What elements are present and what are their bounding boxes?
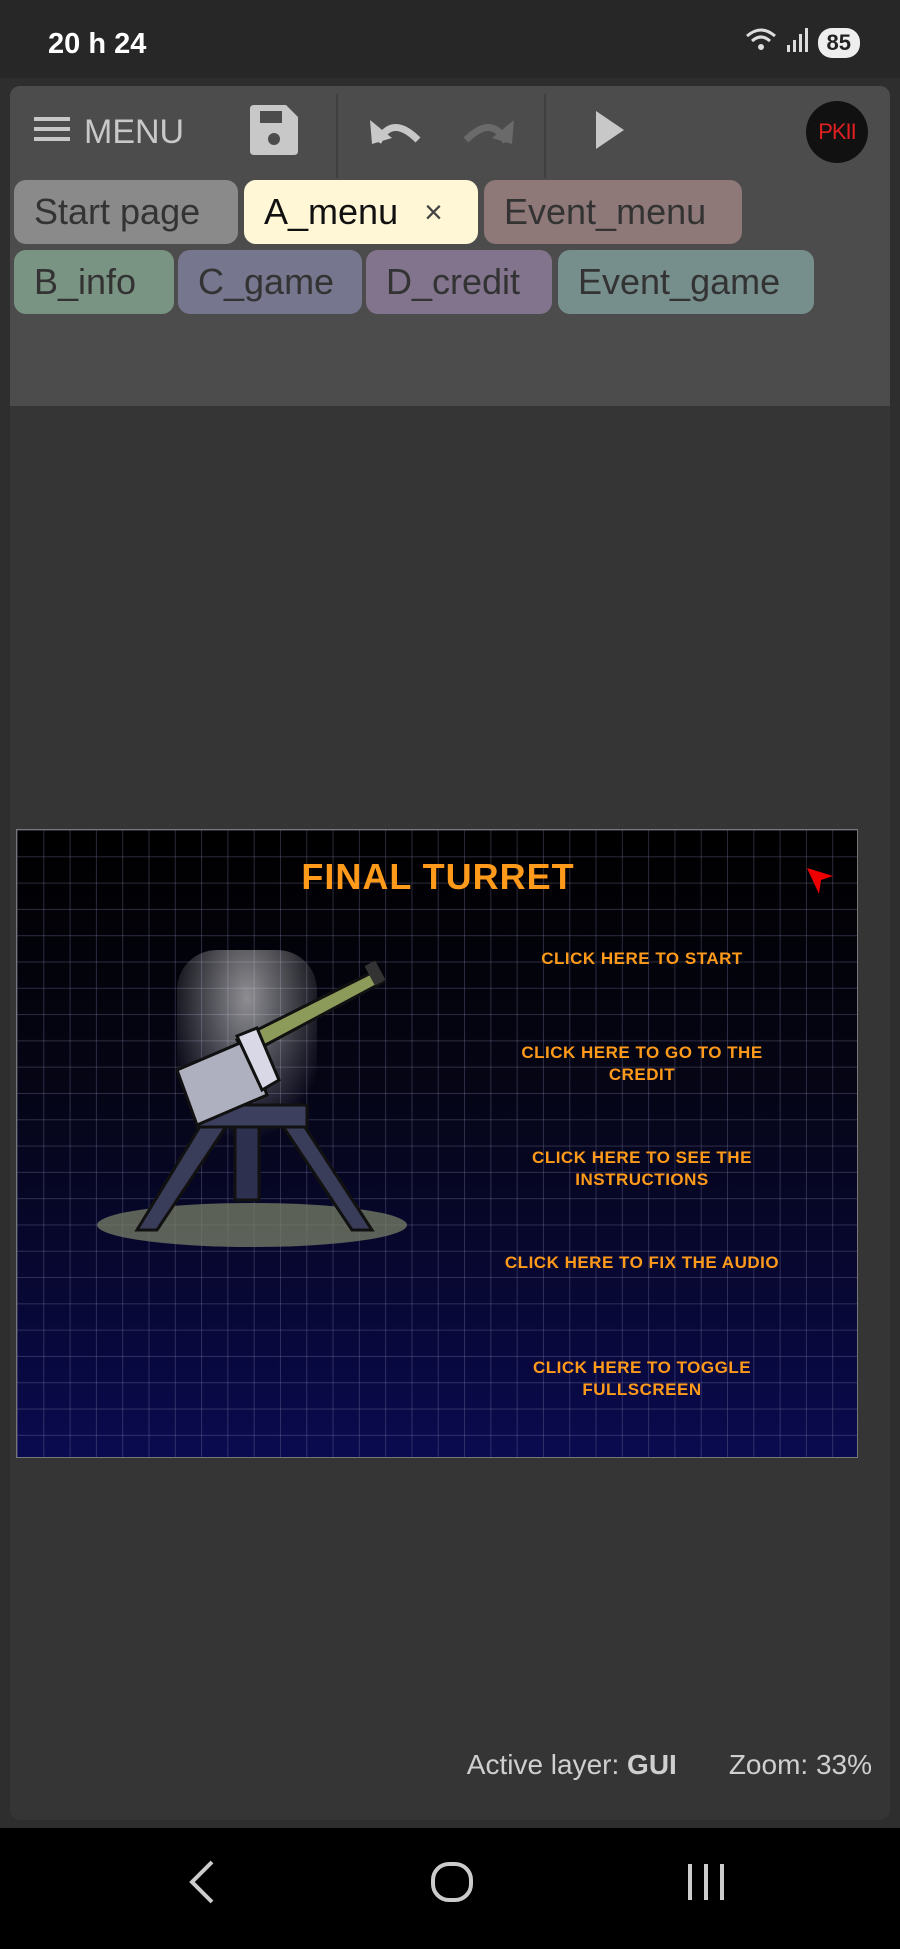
credit-button[interactable]: CLICK HERE TO GO TO THE CREDIT [521, 1043, 763, 1084]
tab-start-page[interactable]: Start page [14, 180, 238, 244]
tab-label: C_game [198, 261, 335, 302]
status-bar: 20 h 24 85 [0, 0, 900, 78]
tab-label: Start page [34, 191, 201, 232]
tab-label: B_info [34, 261, 137, 302]
turret-sprite[interactable] [87, 930, 427, 1260]
active-layer: Active layer: GUI [467, 1749, 677, 1781]
start-button[interactable]: CLICK HERE TO START [541, 949, 743, 968]
play-button[interactable] [594, 86, 626, 178]
status-footer: Active layer: GUI Zoom: 33% [467, 1749, 872, 1781]
clock: 20 h 24 [48, 28, 147, 60]
scene-tabs: Start page A_menu × Event_menu B_info C_g… [10, 178, 890, 406]
save-icon [250, 104, 298, 160]
instructions-button[interactable]: CLICK HERE TO SEE THE INSTRUCTIONS [532, 1148, 752, 1189]
tab-b-info[interactable]: B_info [14, 250, 174, 314]
menu-button[interactable]: MENU [34, 86, 184, 178]
zoom-level: Zoom: 33% [728, 1749, 872, 1780]
android-nav-bar [0, 1828, 900, 1949]
active-layer-value: GUI [627, 1749, 677, 1780]
tab-label: A_menu [264, 191, 399, 232]
fix-audio-button[interactable]: CLICK HERE TO FIX THE AUDIO [504, 1253, 780, 1272]
tab-label: Event_menu [504, 191, 707, 232]
battery-icon: 85 [817, 28, 860, 58]
save-button[interactable] [250, 86, 298, 178]
hamburger-icon [34, 113, 70, 152]
toolbar: MENU PKII [10, 86, 890, 178]
tab-c-game[interactable]: C_game [178, 250, 362, 314]
active-layer-label: Active layer: [466, 1749, 620, 1780]
editor-panel: MENU PKII Start page A_menu × Event_menu … [10, 86, 890, 1820]
logo: PKII [806, 101, 868, 163]
cursor-icon [807, 868, 833, 894]
undo-icon [368, 112, 424, 153]
signal-icon [786, 27, 810, 59]
tab-d-credit[interactable]: D_credit [366, 250, 552, 314]
tab-event-menu[interactable]: Event_menu [484, 180, 742, 244]
redo-icon [460, 112, 516, 153]
menu-label: MENU [84, 112, 185, 151]
tab-label: Event_game [578, 261, 781, 302]
play-icon [594, 110, 626, 154]
recents-button[interactable] [684, 1858, 728, 1911]
tab-a-menu[interactable]: A_menu × [244, 180, 478, 244]
game-title: FINAL TURRET [301, 856, 575, 897]
tab-event-game[interactable]: Event_game [558, 250, 814, 314]
close-icon[interactable]: × [424, 193, 443, 230]
redo-button[interactable] [460, 86, 516, 178]
profile-button[interactable]: PKII [806, 86, 868, 178]
back-button[interactable] [186, 1858, 218, 1911]
home-button[interactable] [430, 1858, 474, 1911]
wifi-icon [744, 26, 778, 60]
tab-label: D_credit [386, 261, 521, 302]
undo-button[interactable] [368, 86, 424, 178]
scene-canvas[interactable]: FINAL TURRET CLICK HERE TO START CLICK H… [16, 829, 858, 1458]
fullscreen-button[interactable]: CLICK HERE TO TOGGLE FULLSCREEN [532, 1358, 752, 1399]
